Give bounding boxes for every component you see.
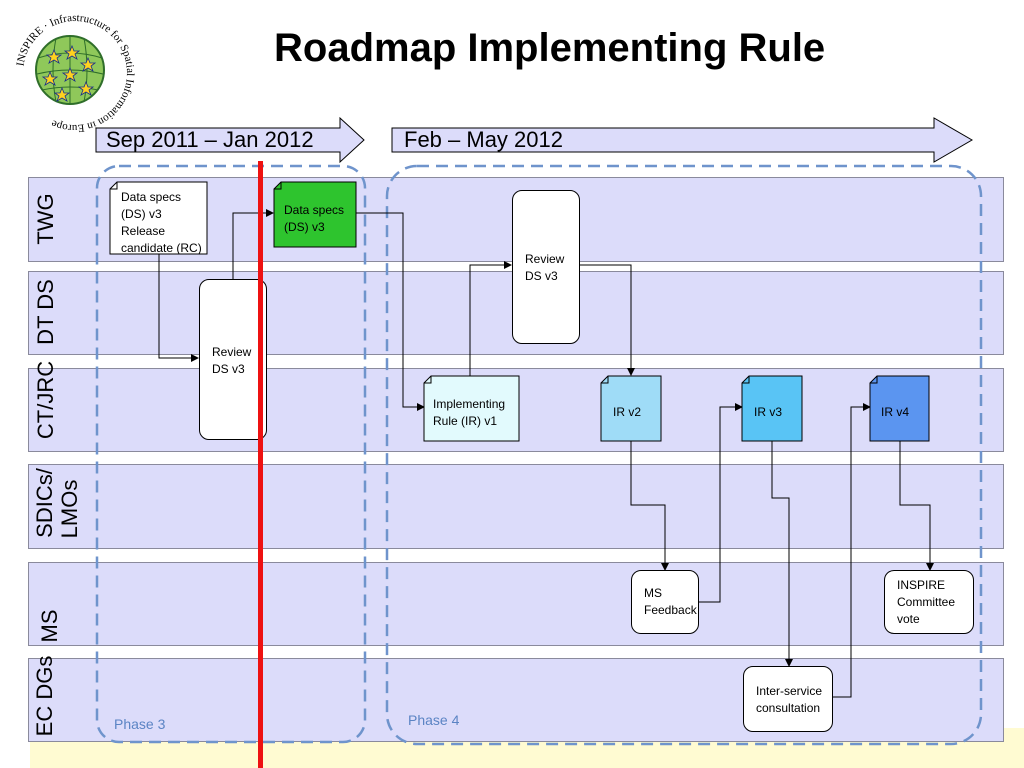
lane-ms xyxy=(28,562,1004,646)
doc-text-ir-v3: IR v3 xyxy=(754,405,783,419)
connector-ms-to-ir3 xyxy=(698,403,743,603)
doc-text-data-specs-v3: Data specs (DS) v3 xyxy=(284,203,345,234)
phase-4-frame xyxy=(385,164,983,746)
doc-text-data-specs-rc: Data specs (DS) v3 Release candidate (RC… xyxy=(121,190,202,255)
inspire-logo: INSPIRE · Infrastructure for Spatial Inf… xyxy=(10,8,140,138)
box-inter-service-consultation: Inter-service consultation xyxy=(743,666,833,732)
phase-3-frame xyxy=(95,164,367,744)
page-title: Roadmap Implementing Rule xyxy=(274,26,826,70)
connector-ds-to-ir1 xyxy=(356,212,425,411)
doc-ir-v3 xyxy=(741,375,803,442)
connector-inter-to-ir4 xyxy=(832,403,871,698)
connector-review2-to-ir2 xyxy=(579,264,635,376)
lane-ec-dgs xyxy=(28,658,1004,742)
lane-sdics-lmos xyxy=(28,464,1004,549)
connector-ir1-to-review2 xyxy=(469,261,512,376)
connector-ir4-to-vote xyxy=(899,441,934,571)
doc-ir-v2 xyxy=(600,375,662,442)
connector-rc-to-review xyxy=(158,254,199,362)
box-review-ds-2: Review DS v3 xyxy=(512,190,580,344)
period-label-2: Feb – May 2012 xyxy=(404,127,563,152)
doc-text-ir-v4: IR v4 xyxy=(881,405,910,419)
period-arrow-2 xyxy=(391,117,973,163)
box-review-ds-1: Review DS v3 xyxy=(199,279,267,440)
doc-data-specs-rc xyxy=(109,181,208,255)
box-inspire-committee-vote: INSPIRE Committee vote xyxy=(884,570,974,634)
period-arrow-1 xyxy=(95,116,365,164)
connector-ir3-to-inter xyxy=(771,441,793,667)
doc-ir-v4 xyxy=(869,375,930,442)
doc-text-implementing-rule: Implementing Rule (IR) v1 xyxy=(433,397,506,428)
period-label-1: Sep 2011 – Jan 2012 xyxy=(106,127,314,152)
doc-data-specs-v3 xyxy=(273,181,357,248)
phase-4-label: Phase 4 xyxy=(408,712,460,728)
connector-ir2-to-ms xyxy=(630,441,669,571)
connector-review-to-ds xyxy=(232,209,274,280)
phase-3-label: Phase 3 xyxy=(114,716,166,732)
box-ms-feedback: MS Feedback xyxy=(631,570,699,634)
doc-implementing-rule xyxy=(423,375,520,442)
doc-text-ir-v2: IR v2 xyxy=(613,405,642,419)
current-date-line xyxy=(258,161,263,768)
inspire-logo-icon: INSPIRE · Infrastructure for Spatial Inf… xyxy=(14,12,136,134)
